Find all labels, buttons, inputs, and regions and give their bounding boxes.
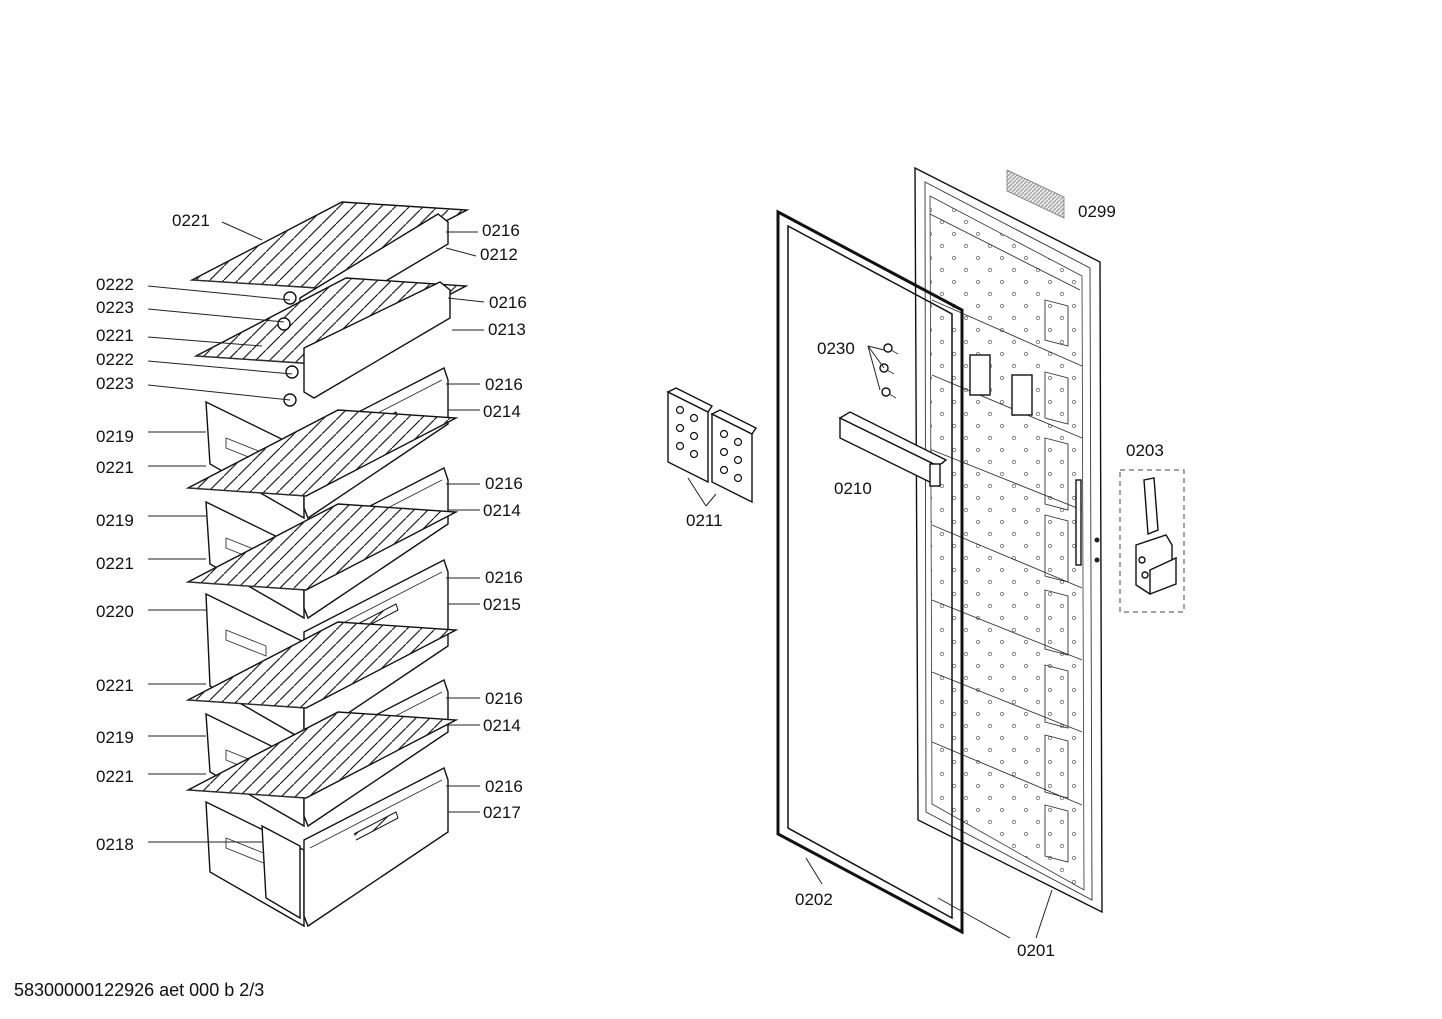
shelf-0221-c-front-bar	[187, 487, 307, 497]
shelf-0221-top-front-bar	[191, 279, 318, 289]
drawer-0217-front	[303, 767, 449, 928]
label-0214-c: 0214	[483, 716, 521, 735]
screws-0230	[879, 343, 899, 399]
hinge-0203	[1119, 469, 1185, 613]
shelf-0221-b-wires	[196, 278, 466, 364]
shelf-0221-e-front-bar	[187, 699, 307, 709]
shelf-0221-e-wires	[188, 622, 456, 708]
label-0220: 0220	[96, 602, 134, 621]
label-0216-c: 0216	[485, 375, 523, 394]
label-0216-f: 0216	[485, 689, 523, 708]
shelf-0221-c-wires	[188, 410, 456, 496]
label-0216-a: 0216	[482, 221, 520, 240]
label-0223-a: 0223	[96, 298, 134, 317]
stack-leader-16	[445, 247, 477, 257]
shelf-0221-b-front-bar	[195, 355, 317, 365]
clip-0	[283, 291, 297, 305]
stack-leader-17	[447, 297, 485, 303]
stack-leader-5	[147, 384, 291, 401]
stack-leader-3	[147, 336, 263, 347]
label-0223-b: 0223	[96, 374, 134, 393]
label-0214-a: 0214	[483, 402, 521, 421]
label-0221-c: 0221	[96, 458, 134, 477]
drawer-0218-body	[261, 824, 301, 920]
clip-1	[277, 317, 291, 331]
label-0222-a: 0222	[96, 275, 134, 294]
label-0221-a: 0221	[172, 211, 210, 230]
stack-leader-4	[147, 360, 293, 375]
label-0210: 0210	[834, 479, 872, 498]
shelf-0221-f-wires	[188, 712, 456, 798]
door-panel-0201	[914, 166, 1103, 914]
label-0299: 0299	[1078, 202, 1116, 221]
label-0222-b: 0222	[96, 350, 134, 369]
stack-leader-2	[147, 308, 285, 323]
label-0221-b: 0221	[96, 326, 134, 345]
label-0203: 0203	[1126, 441, 1164, 460]
label-0211: 0211	[686, 511, 723, 530]
label-0218: 0218	[96, 835, 134, 854]
label-0221-d: 0221	[96, 554, 134, 573]
label-0219-a: 0219	[96, 427, 134, 446]
label-0217: 0217	[483, 803, 521, 822]
shelf-0221-d-wires	[188, 504, 456, 590]
drawer-stack: BigBox	[147, 201, 485, 928]
shelf-0221-d-front-bar	[187, 581, 307, 591]
label-0202: 0202	[795, 890, 833, 909]
clip-2	[285, 365, 299, 379]
stack-leader-0	[221, 221, 263, 241]
label-0230: 0230	[817, 339, 855, 358]
label-0219-c: 0219	[96, 728, 134, 747]
label-0221-e: 0221	[96, 676, 134, 695]
part-labels: 0221 0222 0223 0221 0222 0223 0219 0221 …	[96, 202, 1164, 960]
label-0215: 0215	[483, 595, 521, 614]
label-0201: 0201	[1017, 941, 1055, 960]
door-leader-lines	[687, 345, 1053, 939]
door-gasket-0202	[776, 209, 964, 935]
flap-0213	[303, 281, 451, 399]
label-0216-g: 0216	[485, 777, 523, 796]
drawer-0215-bigbox-handle-slot	[225, 629, 267, 657]
cold-packs-0211	[666, 387, 758, 504]
label-0216-e: 0216	[485, 568, 523, 587]
stack-leader-1	[147, 285, 291, 301]
door-handle-0210	[838, 411, 948, 488]
label-0221-f: 0221	[96, 767, 134, 786]
label-0213: 0213	[488, 320, 526, 339]
document-id: 58300000122926 aet 000 b 2/3	[14, 980, 265, 1000]
label-0216-b: 0216	[489, 293, 527, 312]
drawer-0217-vent	[353, 811, 399, 841]
shelf-0221-f-front-bar	[187, 789, 307, 799]
shelf-0221-top-wires	[192, 202, 467, 288]
label-0214-b: 0214	[483, 501, 521, 520]
door-assembly	[666, 166, 1185, 939]
label-0219-b: 0219	[96, 511, 134, 530]
label-0212: 0212	[480, 245, 518, 264]
label-0216-d: 0216	[485, 474, 523, 493]
drawer-0217-front-lip	[309, 779, 443, 849]
label-plate-0299	[1006, 169, 1065, 219]
